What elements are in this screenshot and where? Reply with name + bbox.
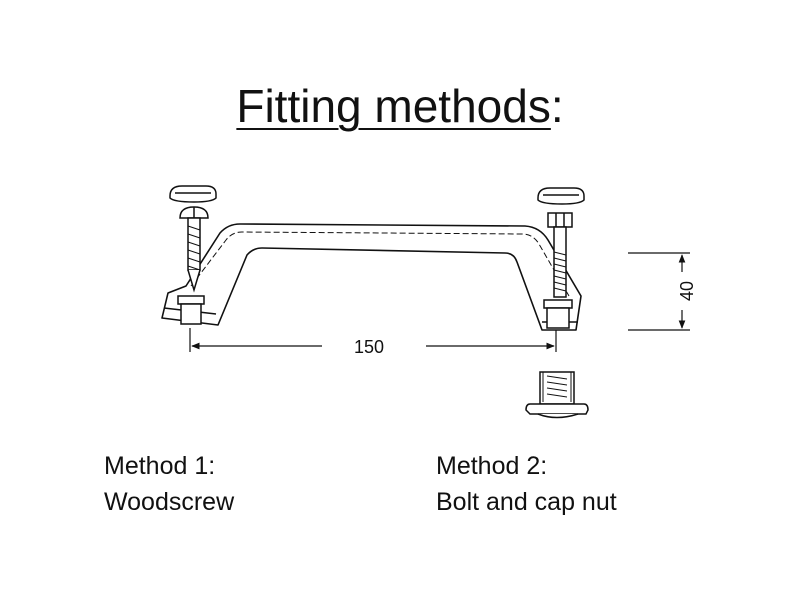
bolt-socket	[543, 299, 573, 329]
length-dimension	[189, 328, 557, 352]
method-2-label: Method 2:	[436, 452, 548, 480]
method-2-caption: Method 2: Bolt and cap nut	[436, 448, 617, 520]
handle-body	[161, 223, 582, 331]
title-text: Fitting methods	[236, 80, 551, 132]
woodscrew-assembly	[169, 185, 217, 325]
method-1-caption: Method 1: Woodscrew	[104, 448, 234, 520]
woodscrew-cap	[169, 185, 217, 203]
method-1-label: Method 1:	[104, 452, 216, 480]
bolt-assembly	[537, 187, 585, 329]
cap-nut-icon	[525, 371, 589, 419]
title-colon: :	[550, 80, 564, 132]
woodscrew-socket	[177, 295, 205, 325]
method-1-description: Woodscrew	[104, 488, 235, 516]
woodscrew-icon	[179, 206, 209, 293]
method-2-description: Bolt and cap nut	[436, 488, 617, 516]
bolt-cap	[537, 187, 585, 205]
bolt-icon	[547, 212, 573, 298]
length-dimension-label: 150	[354, 337, 384, 357]
height-dimension-label: 40	[677, 281, 697, 301]
height-dimension	[628, 252, 690, 331]
page-title: Fitting methods:	[0, 78, 800, 134]
